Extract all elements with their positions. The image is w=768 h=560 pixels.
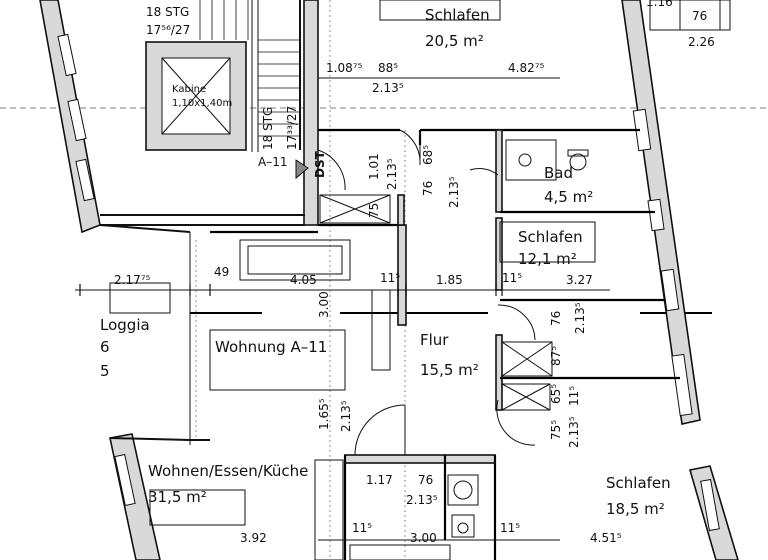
dim-text: 2.13⁵ <box>567 416 581 448</box>
stair-lower-ratio: 17³³/27 <box>285 106 299 150</box>
stair-top-ratio: 17⁵⁶/27 <box>146 23 190 37</box>
dim-text: 4.82⁷⁵ <box>508 61 545 75</box>
dim-text: 2.13⁵ <box>573 302 587 334</box>
dim-text: 76 <box>418 473 433 487</box>
room-schlafen-top-name: Schlafen <box>425 6 490 24</box>
room-wohnen-name: Wohnen/Essen/Küche <box>148 462 308 480</box>
dim-text: 2.26 <box>688 35 715 49</box>
dim-text: 11⁵ <box>502 271 522 285</box>
dim-text: 1.65⁵ <box>317 398 331 430</box>
dim-text: 2.13⁵ <box>447 176 461 208</box>
room-schlafen-mid-area: 12,1 m² <box>518 250 577 268</box>
dim-text: 11⁵ <box>352 521 372 535</box>
room-schlafen-top-area: 20,5 m² <box>425 32 484 50</box>
room-schlafen-bottom-area: 18,5 m² <box>606 500 665 518</box>
dim-text: 3.00 <box>410 531 437 545</box>
dst-marker-icon <box>295 159 309 180</box>
shaft-code: DST <box>313 150 327 178</box>
room-wohnen-area: 31,5 m² <box>148 488 207 506</box>
room-schlafen-mid-name: Schlafen <box>518 228 583 246</box>
dim-text: 76 <box>692 9 707 23</box>
door-swings <box>317 129 536 456</box>
dim-text: 11⁵ <box>567 386 581 406</box>
dim-text: 2.13⁵ <box>406 493 438 507</box>
dim-text: 1.01 <box>367 153 381 180</box>
dim-text: 75 <box>367 203 381 218</box>
room-schlafen-bottom-name: Schlafen <box>606 474 671 492</box>
dim-text: 2.13⁵ <box>372 81 404 95</box>
dim-text: 2.13⁵ <box>385 158 399 190</box>
elevator-label: Kabine <box>172 84 206 95</box>
dim-text: 65⁵ <box>549 384 563 404</box>
dim-text: 1.08⁷⁵ <box>326 61 363 75</box>
dim-text: 3.92 <box>240 531 267 545</box>
dim-text: 11⁵ <box>500 521 520 535</box>
dim-text: 88⁵ <box>378 61 398 75</box>
dim-text: 1.16 <box>646 0 673 9</box>
room-wohnung-name: Wohnung A–11 <box>215 338 327 356</box>
dim-text: 11⁵ <box>380 271 400 285</box>
dim-text: 3.00 <box>317 291 331 318</box>
dim-text: 4.51⁵ <box>590 531 622 545</box>
dim-text: 1.85 <box>436 273 463 287</box>
dim-text: 1.17 <box>366 473 393 487</box>
shafts <box>319 194 553 411</box>
dim-text: 49 <box>214 265 229 279</box>
elevator-size: 1,10x1,40m <box>172 98 232 109</box>
room-bad-area: 4,5 m² <box>544 188 593 206</box>
dim-text: 76 <box>549 311 563 326</box>
room-loggia-line3: 5 <box>100 362 110 380</box>
room-loggia-name: Loggia <box>100 316 150 334</box>
shaft-id: A–11 <box>258 155 287 169</box>
right-facade-wall <box>621 0 739 560</box>
room-bad-name: Bad <box>544 164 573 182</box>
dim-text: 75⁵ <box>549 420 563 440</box>
dim-text: 3.27 <box>566 273 593 287</box>
dim-text: 2.17⁷⁵ <box>114 273 151 287</box>
room-flur-name: Flur <box>420 331 449 349</box>
interior-walls <box>210 128 680 560</box>
dim-text: 4.05 <box>290 273 317 287</box>
room-loggia-line2: 6 <box>100 338 110 356</box>
dim-box <box>649 0 731 31</box>
furniture <box>109 0 596 560</box>
dim-text: 68⁵ <box>421 145 435 165</box>
dim-text: 2.13⁵ <box>339 400 353 432</box>
dim-text: 87⁵ <box>549 346 563 366</box>
dim-text: 76 <box>421 181 435 196</box>
stair-top-stg: 18 STG <box>146 5 189 19</box>
room-flur-area: 15,5 m² <box>420 361 479 379</box>
stair-lower-stg: 18 STG <box>261 107 275 150</box>
